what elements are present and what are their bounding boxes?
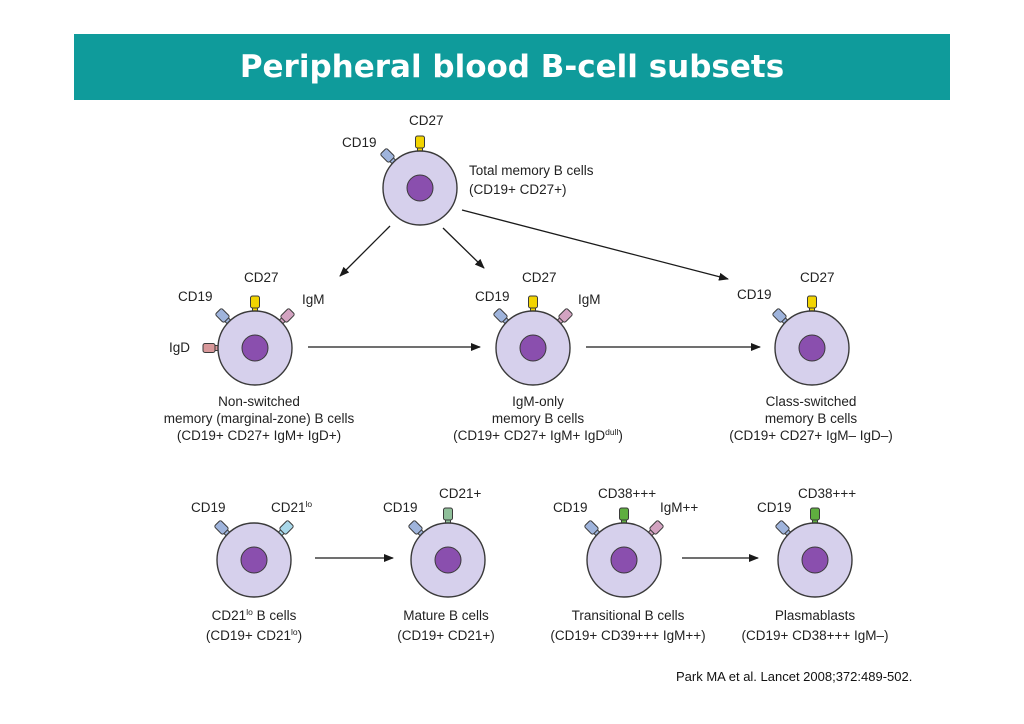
cell-igm-only: CD19 CD27 IgM IgM-only memory B cells (C… (453, 270, 623, 443)
cell-caption-line-1: CD21lo B cells (212, 607, 297, 623)
marker-main: CD21 (271, 500, 306, 515)
caption-end: B cells (253, 608, 297, 623)
cell-nucleus (434, 546, 462, 574)
cell-cd21lo: CD19 CD21lo CD21lo B cells (CD19+ CD21lo… (191, 499, 312, 643)
caption-main: (CD19+ CD21 (206, 628, 291, 643)
caption-end: ) (298, 628, 303, 643)
cell-transitional: CD19 CD38+++ IgM++ Transitional B cells … (550, 486, 705, 643)
arrow-total-to-class-switched (461, 209, 729, 281)
cell-nucleus (610, 546, 638, 574)
arrow-total-to-non-switched (339, 225, 391, 277)
citation: Park MA et al. Lancet 2008;372:489-502. (676, 669, 913, 684)
cell-caption-line-2: memory (marginal-zone) B cells (164, 411, 355, 426)
cd38-receptor (810, 507, 820, 527)
marker-label-cd27: CD27 (244, 270, 279, 285)
page-title: Peripheral blood B-cell subsets (239, 49, 785, 85)
marker-label-igm: IgM (578, 292, 601, 307)
cd21-receptor (443, 507, 453, 527)
marker-label-igm: IgM (302, 292, 325, 307)
marker-label-cd19: CD19 (475, 289, 510, 304)
marker-superscript: lo (306, 499, 313, 509)
cell-nucleus (519, 334, 547, 362)
cell-caption-line-3: (CD19+ CD27+ IgM+ IgD+) (177, 428, 341, 443)
cell-caption-line-2: (CD19+ CD21lo) (206, 627, 302, 643)
cell-nucleus (798, 334, 826, 362)
cell-caption-line-1: Transitional B cells (572, 608, 685, 623)
marker-label-cd19: CD19 (383, 500, 418, 515)
caption-superscript: lo (246, 607, 253, 617)
cell-plasmablasts: CD19 CD38+++ Plasmablasts (CD19+ CD38+++… (741, 486, 888, 643)
cell-caption-line-2: (CD19+ CD39+++ IgM++) (550, 628, 705, 643)
marker-label-cd19: CD19 (191, 500, 226, 515)
cell-caption-line-1: Non-switched (218, 394, 300, 409)
cell-nucleus (801, 546, 829, 574)
caption-main: CD21 (212, 608, 247, 623)
marker-label-cd38: CD38+++ (798, 486, 856, 501)
marker-label-cd19: CD19 (178, 289, 213, 304)
cell-caption-line-2: memory B cells (765, 411, 858, 426)
cell-non-switched: CD19 CD27 IgM IgD Non-switched memory (m… (164, 270, 355, 443)
caption-end: ) (618, 428, 623, 443)
caption-main: (CD19+ CD27+ IgM+ IgD (453, 428, 605, 443)
marker-label-cd27: CD27 (522, 270, 557, 285)
cell-caption-line-1: Class-switched (766, 394, 857, 409)
cd27-receptor (807, 295, 817, 315)
cd19-receptor (408, 520, 427, 539)
marker-label-cd19: CD19 (342, 135, 377, 150)
cd27-receptor (528, 295, 538, 315)
marker-label-cd19: CD19 (737, 287, 772, 302)
cell-caption-line-1: Mature B cells (403, 608, 489, 623)
marker-label-cd27: CD27 (800, 270, 835, 285)
title-banner: Peripheral blood B-cell subsets (74, 34, 950, 100)
cell-total-memory: CD19 CD27 Total memory B cells (CD19+ CD… (342, 113, 594, 226)
cell-caption-line-2: (CD19+ CD21+) (397, 628, 495, 643)
cell-caption-line-3: (CD19+ CD27+ IgM+ IgDdull) (453, 427, 623, 443)
cell-caption-line-2: (CD19+ CD27+) (469, 182, 567, 197)
marker-label-cd38: CD38+++ (598, 486, 656, 501)
cd27-receptor (415, 135, 425, 155)
cell-caption-line-2: memory B cells (492, 411, 585, 426)
caption-superscript: lo (291, 627, 298, 637)
cell-caption-line-1: IgM-only (512, 394, 564, 409)
caption-superscript: dull (605, 427, 618, 437)
cell-nucleus (406, 174, 434, 202)
cell-nucleus (241, 334, 269, 362)
cd27-receptor (250, 295, 260, 315)
marker-label-cd19: CD19 (757, 500, 792, 515)
marker-label-igd: IgD (169, 340, 190, 355)
cell-caption-line-1: Total memory B cells (469, 163, 594, 178)
arrows (308, 209, 761, 562)
marker-label-cd21lo: CD21lo (271, 499, 312, 515)
cell-caption-line-3: (CD19+ CD27+ IgM– IgD–) (729, 428, 893, 443)
marker-label-cd27: CD27 (409, 113, 444, 128)
cell-caption-line-1: Plasmablasts (775, 608, 856, 623)
marker-label-cd19: CD19 (553, 500, 588, 515)
arrow-total-to-igm-only (442, 227, 485, 269)
cell-class-switched: CD19 CD27 Class-switched memory B cells … (729, 270, 893, 443)
cell-mature: CD19 CD21+ Mature B cells (CD19+ CD21+) (383, 486, 495, 643)
cell-nucleus (240, 546, 268, 574)
marker-label-cd21: CD21+ (439, 486, 482, 501)
marker-label-igm: IgM++ (660, 500, 698, 515)
cell-caption-line-2: (CD19+ CD38+++ IgM–) (741, 628, 888, 643)
cd38-receptor (619, 507, 629, 527)
